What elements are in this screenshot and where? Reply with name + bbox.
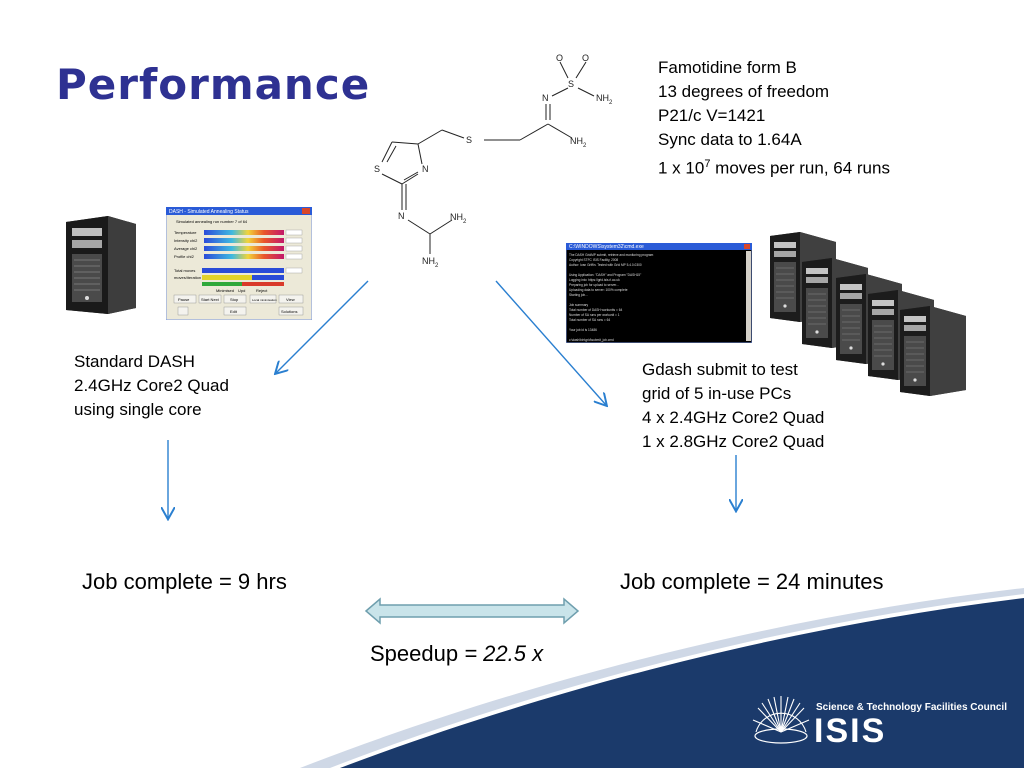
svg-text:Start Next: Start Next — [201, 297, 220, 302]
close-icon — [302, 208, 310, 214]
atom-label: S — [374, 164, 380, 174]
result-standard: Job complete = 9 hrs — [82, 569, 287, 594]
double-arrow-icon — [364, 597, 580, 625]
svg-text:The DASH GridMP submit, retrie: The DASH GridMP submit, retrieve and mon… — [569, 253, 654, 257]
atom-label: NH2 — [596, 93, 613, 106]
svg-text:Pause: Pause — [178, 297, 190, 302]
svg-text:Starting job...: Starting job... — [569, 293, 588, 297]
svg-text:c:\dash\bin\grid\submit_job.cm: c:\dash\bin\grid\submit_job.cmd — [569, 338, 614, 342]
atom-label: O — [582, 53, 589, 63]
svg-text:Minimised: Minimised — [216, 288, 234, 293]
svg-text:Reject: Reject — [256, 288, 268, 293]
svg-text:Uploading data to server: 100%: Uploading data to server: 100% complete — [569, 288, 628, 292]
info-line: Famotidine form B — [658, 58, 797, 77]
atom-label: N — [422, 164, 429, 174]
run-label: Simulated annealing run number 7 of 64 — [176, 219, 248, 224]
svg-text:Profile chi2: Profile chi2 — [174, 254, 195, 259]
command-terminal-window: C:\WINDOWS\system32\cmd.exe The DASH Gri… — [566, 243, 752, 343]
window-title: DASH - Simulated Annealing Status — [169, 209, 249, 215]
svg-text:Preparing job for upload to se: Preparing job for upload to server... — [569, 283, 619, 287]
info-line: P21/c V=1421 — [658, 106, 766, 125]
stfc-org-name: Science & Technology Facilities Council — [816, 702, 1007, 713]
experiment-info: Famotidine form B 13 degrees of freedom … — [658, 56, 890, 181]
svg-text:moves/iteration: moves/iteration — [174, 275, 201, 280]
svg-text:Your job id is 13486: Your job id is 13486 — [569, 328, 597, 332]
atom-label: S — [466, 135, 472, 145]
atom-label: N — [398, 211, 405, 221]
svg-text:Total number of DASH workunits: Total number of DASH workunits = 64 — [569, 308, 622, 312]
isis-sun-logo-icon — [752, 696, 810, 744]
terminal-title: C:\WINDOWS\system32\cmd.exe — [569, 244, 644, 250]
chi2-rows: Temperature Intensity chi2 Average chi2 … — [174, 230, 198, 259]
svg-text:Using Application: "DASH" and: Using Application: "DASH" and Program "D… — [569, 273, 641, 277]
svg-text:Average chi2: Average chi2 — [174, 246, 198, 251]
famotidine-structure: O O S N NH2 NH2 S S N N NH2 NH2 — [374, 53, 613, 269]
svg-text:Upd: Upd — [238, 288, 245, 293]
result-grid: Job complete = 24 minutes — [620, 569, 884, 594]
desktop-pc-icon — [66, 216, 136, 314]
svg-text:Logging into: https://grid.isi: Logging into: https://grid.isis.rl.ac.uk — [569, 278, 620, 282]
isis-logo-text: ISIS — [814, 712, 887, 750]
slide-title: Performance — [56, 60, 371, 109]
svg-text:Edit: Edit — [230, 309, 238, 314]
svg-text:Intensity chi2: Intensity chi2 — [174, 238, 198, 243]
svg-text:Job summary: Job summary — [569, 303, 589, 307]
standard-dash-note: Standard DASH 2.4GHz Core2 Quad using si… — [74, 352, 229, 419]
atom-label: NH2 — [450, 212, 467, 225]
atom-label: N — [542, 93, 549, 103]
info-line: Sync data to 1.64A — [658, 130, 802, 149]
svg-text:Total moves: Total moves — [174, 268, 195, 273]
atom-label: S — [568, 79, 574, 89]
svg-text:Temperature: Temperature — [174, 230, 197, 235]
gdash-note: Gdash submit to test grid of 5 in-use PC… — [642, 360, 825, 451]
close-icon — [744, 244, 750, 249]
info-line: 13 degrees of freedom — [658, 82, 830, 101]
dash-status-window: DASH - Simulated Annealing Status Simula… — [166, 207, 312, 320]
svg-text:Solutions: Solutions — [281, 309, 297, 314]
svg-text:Stop: Stop — [230, 297, 239, 302]
atom-label: NH2 — [422, 256, 439, 269]
svg-text:Copyright STFC ISIS Facility,: Copyright STFC ISIS Facility, 2008 — [569, 258, 618, 262]
svg-text:View: View — [286, 297, 295, 302]
atom-label: NH2 — [570, 136, 587, 149]
svg-text:Number of SA runs per workunit: Number of SA runs per workunit = 1 — [569, 313, 620, 317]
svg-text:Total number of SA runs = 64: Total number of SA runs = 64 — [569, 318, 610, 322]
svg-text:Author: Ivan Griffin. Tested w: Author: Ivan Griffin. Tested with Grid M… — [569, 263, 642, 267]
speedup-text: Speedup = 22.5 x — [370, 641, 544, 666]
svg-text:Local minimisation: Local minimisation — [252, 298, 277, 302]
atom-label: O — [556, 53, 563, 63]
info-line: 1 x 107 moves per run, 64 runs — [658, 158, 890, 178]
